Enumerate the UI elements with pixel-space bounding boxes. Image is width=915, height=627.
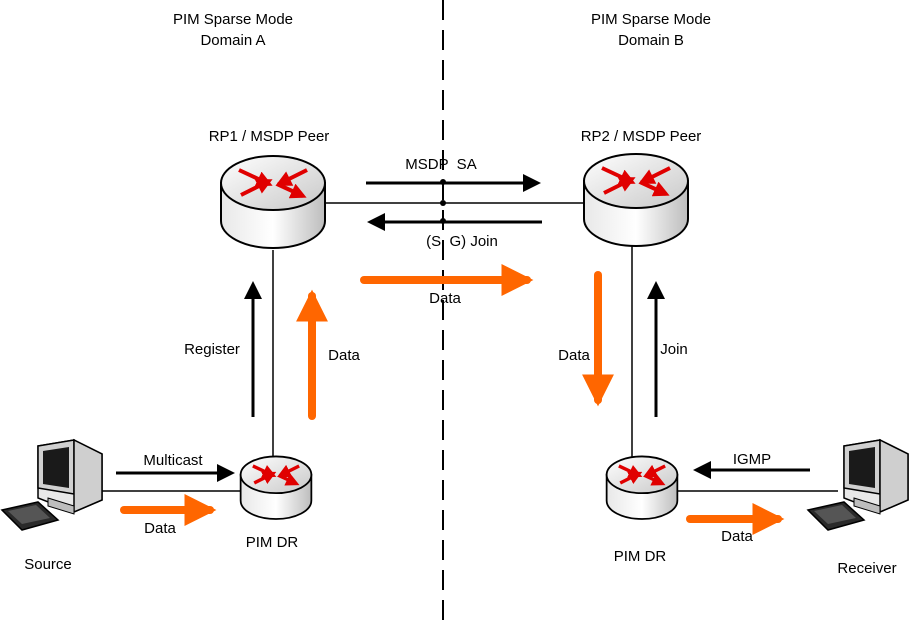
domain-b-title: PIM Sparse Mode: [591, 11, 711, 28]
rp2-label: RP2 / MSDP Peer: [581, 128, 702, 145]
rp1-router-icon: [220, 155, 326, 249]
register-label: Register: [184, 341, 240, 358]
domain-a-title: PIM Sparse Mode: [173, 11, 293, 28]
multicast-label: Multicast: [143, 452, 203, 469]
receiver-label: Receiver: [837, 560, 896, 577]
data-domain-a-label: Data: [328, 347, 360, 364]
rp1-label: RP1 / MSDP Peer: [209, 128, 330, 145]
domain-a-subtitle: Domain A: [200, 32, 265, 49]
domain-b-subtitle: Domain B: [618, 32, 684, 49]
source-computer-icon: [0, 438, 103, 531]
data-receiver-label: Data: [721, 528, 753, 545]
receiver-computer-icon: [806, 438, 909, 531]
data-inter-domain-label: Data: [429, 290, 461, 307]
igmp-label: IGMP: [733, 451, 771, 468]
join-label: Join: [660, 341, 688, 358]
dr-a-router-icon: [239, 455, 313, 520]
junction-dot: [440, 200, 446, 206]
dr-b-label: PIM DR: [614, 548, 667, 565]
data-source-label: Data: [144, 520, 176, 537]
data-domain-b-label: Data: [558, 347, 590, 364]
msdp-sa-label: MSDP SA: [405, 156, 476, 173]
source-label: Source: [24, 556, 72, 573]
sg-join-label: (S, G) Join: [426, 233, 498, 250]
dr-b-router-icon: [605, 455, 679, 520]
dr-a-label: PIM DR: [246, 534, 299, 551]
rp2-router-icon: [583, 153, 689, 247]
